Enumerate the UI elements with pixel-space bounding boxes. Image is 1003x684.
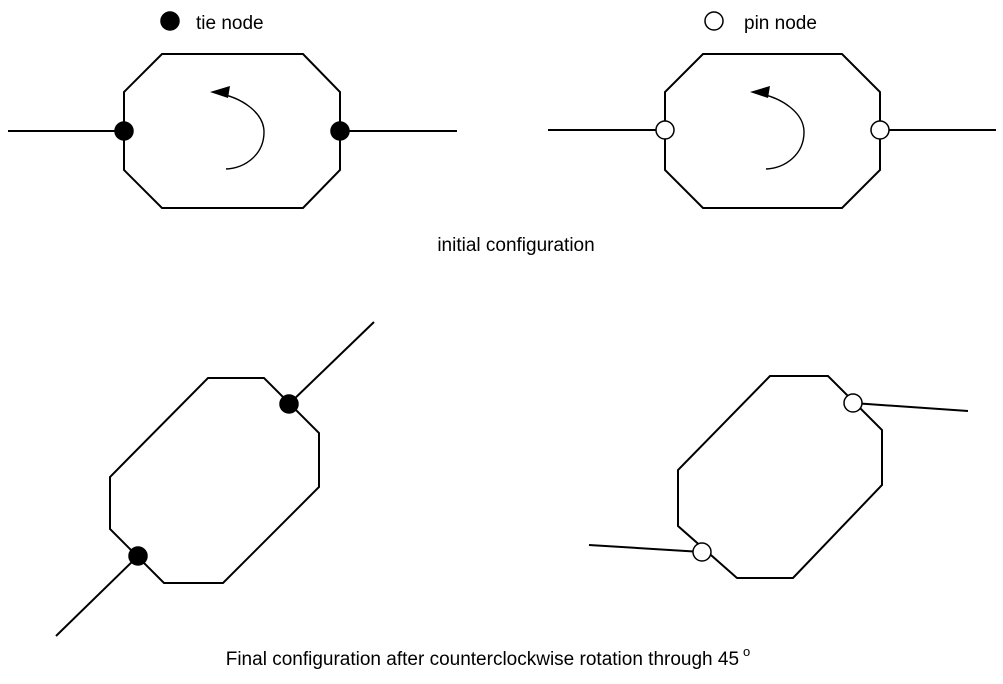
pin-arrowhead-icon [750, 86, 770, 98]
tie-rotation-arrow [215, 92, 265, 170]
tie-node-left [114, 121, 134, 141]
pin-rotated-octagon-body [677, 375, 883, 579]
tie-arrowhead-icon [210, 86, 230, 98]
pin-node-icon [704, 11, 724, 31]
pin-node-rotated-lower [692, 542, 712, 562]
legend-tie-label: tie node [196, 13, 264, 34]
initial-caption: initial configuration [437, 235, 594, 256]
final-pin-assembly [588, 375, 969, 579]
pin-rotated-lower-member [588, 544, 703, 553]
legend-pin-label: pin node [744, 13, 817, 34]
pin-octagon-body [664, 53, 881, 209]
tie-rotated-upper-member [288, 321, 375, 405]
tie-node-rotated-upper [279, 394, 299, 414]
legend-tie: tie node [160, 11, 264, 34]
pin-node-rotated-upper [843, 393, 863, 413]
pin-rotation-arrow [755, 92, 805, 170]
final-caption: Final configuration after counterclockwi… [226, 644, 751, 670]
pin-node-left [655, 120, 675, 140]
tie-node-icon [160, 11, 180, 31]
final-tie-assembly [55, 321, 375, 637]
pin-node-right [870, 120, 890, 140]
pin-rotated-upper-member [852, 402, 969, 412]
final-caption-text: Final configuration after counterclockwi… [226, 649, 739, 670]
tie-rotated-lower-member [55, 555, 139, 637]
tie-rotated-octagon-body [109, 377, 320, 584]
tie-node-right [330, 121, 350, 141]
initial-pin-assembly [548, 53, 996, 209]
degree-sign: o [743, 644, 750, 659]
legend-pin: pin node [704, 11, 817, 34]
initial-tie-assembly [8, 53, 457, 209]
tie-octagon-body [123, 53, 341, 209]
tie-node-rotated-lower [128, 546, 148, 566]
